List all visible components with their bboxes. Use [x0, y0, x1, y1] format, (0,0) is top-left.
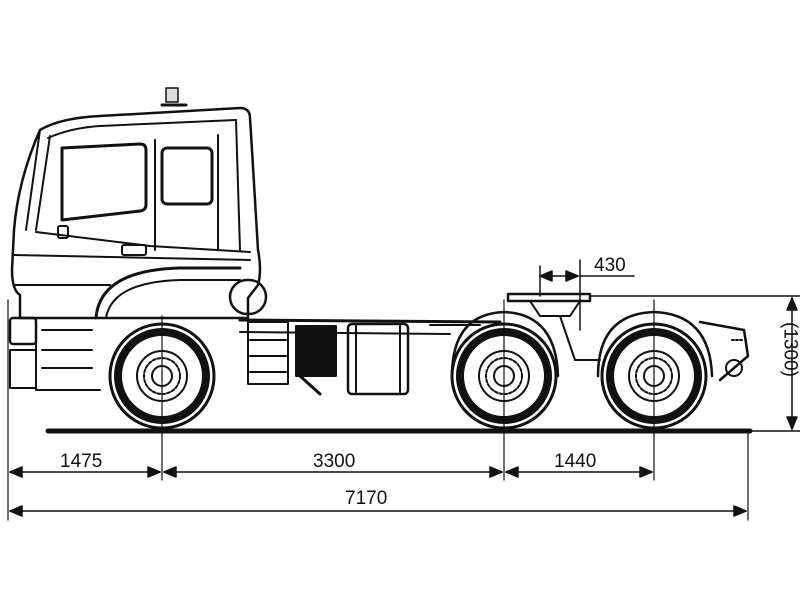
- dimension-wheelbase: 3300: [313, 451, 356, 472]
- dimension-overall-length: 7170: [345, 488, 388, 509]
- dimension-fifth-wheel-offset: 430: [594, 255, 626, 276]
- axle-centerlines: [7, 299, 749, 521]
- dimension-fifth-wheel-height: (1300): [779, 322, 800, 377]
- dimension-front-overhang: 1475: [60, 451, 103, 472]
- cab: [8, 87, 268, 391]
- dimension-rear-axle-spacing: 1440: [554, 451, 597, 472]
- chassis: [238, 292, 750, 396]
- rear-wheel-1: [450, 310, 560, 430]
- dimension-lines: [9, 259, 800, 517]
- rear-wheel-2: [596, 310, 714, 430]
